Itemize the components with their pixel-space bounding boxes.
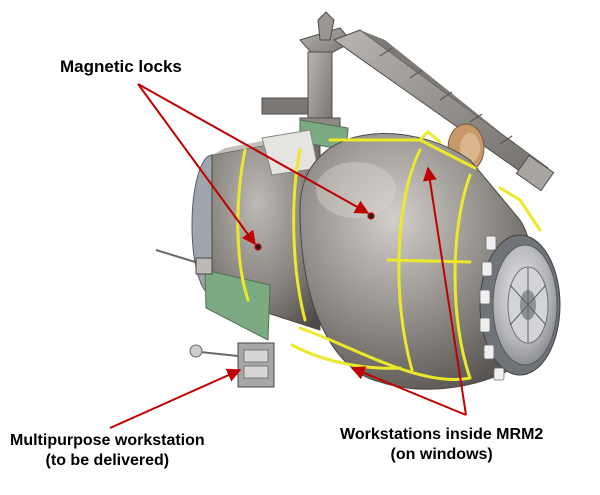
label-multipurpose-workstation: Multipurpose workstation (to be delivere… <box>10 431 205 470</box>
callout-arrows <box>109 83 467 429</box>
arrow-locks-to-sphere <box>137 83 370 214</box>
arrow-locks-to-rear <box>137 83 256 246</box>
label-multipurpose-line1: Multipurpose workstation <box>10 432 205 449</box>
label-workstations-line1: Workstations inside MRM2 <box>340 426 544 443</box>
label-multipurpose-line2: (to be delivered) <box>45 451 170 469</box>
arrow-windows-lower <box>350 366 467 416</box>
handrails <box>236 129 542 381</box>
magnetic-lock-markers <box>254 212 375 251</box>
side-probe <box>155 249 213 275</box>
arrow-multi-workstation <box>109 368 242 429</box>
label-workstations-mrm2: Workstations inside MRM2 (on windows) <box>340 425 543 464</box>
arrow-windows-upper <box>422 166 467 416</box>
docking-hatch <box>479 234 561 381</box>
multipurpose-workstation-unit <box>189 342 275 388</box>
label-magnetic-locks: Magnetic locks <box>60 57 182 76</box>
label-workstations-line2: (on windows) <box>390 445 493 463</box>
